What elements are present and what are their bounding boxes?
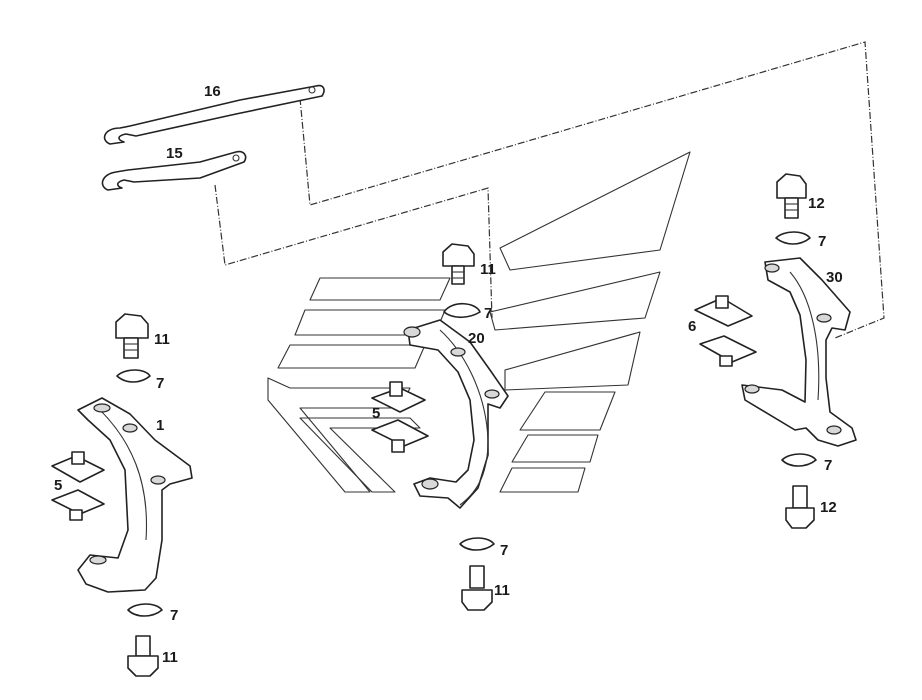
bolt-11-center-bottom bbox=[461, 565, 493, 611]
chevron-short-stripe bbox=[511, 434, 599, 463]
part-label-12-right-top: 12 bbox=[808, 195, 825, 212]
part-label-11-left-top: 11 bbox=[154, 331, 170, 348]
part-label-11-left-bottom: 11 bbox=[162, 649, 178, 666]
bolt-12-right-top bbox=[776, 173, 807, 219]
part-label-1: 1 bbox=[156, 417, 164, 434]
shift-fork-30 bbox=[741, 257, 857, 447]
part-label-5-left: 5 bbox=[54, 477, 62, 494]
part-label-7-center-bottom: 7 bbox=[500, 542, 508, 559]
sliding-block-5-left bbox=[51, 451, 105, 521]
part-label-12-right-bottom: 12 bbox=[820, 499, 837, 516]
sliding-block-6-right bbox=[694, 295, 757, 367]
sliding-block-5-center bbox=[371, 381, 429, 453]
chevron-long-wing bbox=[504, 331, 641, 391]
bolt-11-left-top bbox=[115, 313, 149, 359]
part-number-labels: 16 15 11 7 20 5 7 11 12 7 30 6 7 12 11 7… bbox=[54, 83, 843, 666]
part-label-7-center-top: 7 bbox=[484, 305, 492, 322]
chevron-short-stripe bbox=[499, 467, 586, 493]
chevron-stripe bbox=[267, 377, 411, 493]
bolt-11-left-bottom bbox=[127, 635, 159, 677]
part-label-7-left-bottom: 7 bbox=[170, 607, 178, 624]
chevron-stripe bbox=[299, 417, 421, 493]
leader-line-16-to-30 bbox=[299, 41, 885, 339]
part-label-30: 30 bbox=[826, 269, 843, 286]
part-label-15: 15 bbox=[166, 145, 183, 162]
part-label-11-center-top: 11 bbox=[480, 261, 496, 278]
bolt-11-center-top bbox=[442, 243, 475, 285]
part-label-11-center-bottom: 11 bbox=[494, 582, 510, 599]
bolt-12-right-bottom bbox=[785, 485, 815, 529]
part-label-16: 16 bbox=[204, 83, 221, 100]
chevron-long-wing bbox=[499, 151, 691, 271]
lever-plate-15 bbox=[101, 150, 247, 191]
part-label-7-right-top: 7 bbox=[818, 233, 826, 250]
chevron-stripe bbox=[277, 344, 426, 369]
shift-fork-20 bbox=[403, 319, 509, 509]
shift-fork-1 bbox=[77, 397, 193, 593]
lever-plate-16 bbox=[103, 84, 325, 145]
part-label-7-right-bottom: 7 bbox=[824, 457, 832, 474]
leader-lines bbox=[214, 41, 885, 339]
chevron-short-stripe bbox=[519, 391, 616, 431]
leader-line-15-to-20 bbox=[214, 184, 493, 319]
lock-washer-7 bbox=[116, 231, 817, 617]
chevron-stripe bbox=[309, 277, 451, 301]
part-label-5-center: 5 bbox=[372, 405, 380, 422]
chevron-long-wing bbox=[489, 271, 661, 331]
part-label-20: 20 bbox=[468, 330, 485, 347]
part-label-6: 6 bbox=[688, 318, 696, 335]
background-chevron-graphic bbox=[267, 151, 691, 493]
part-label-7-left-top: 7 bbox=[156, 375, 164, 392]
